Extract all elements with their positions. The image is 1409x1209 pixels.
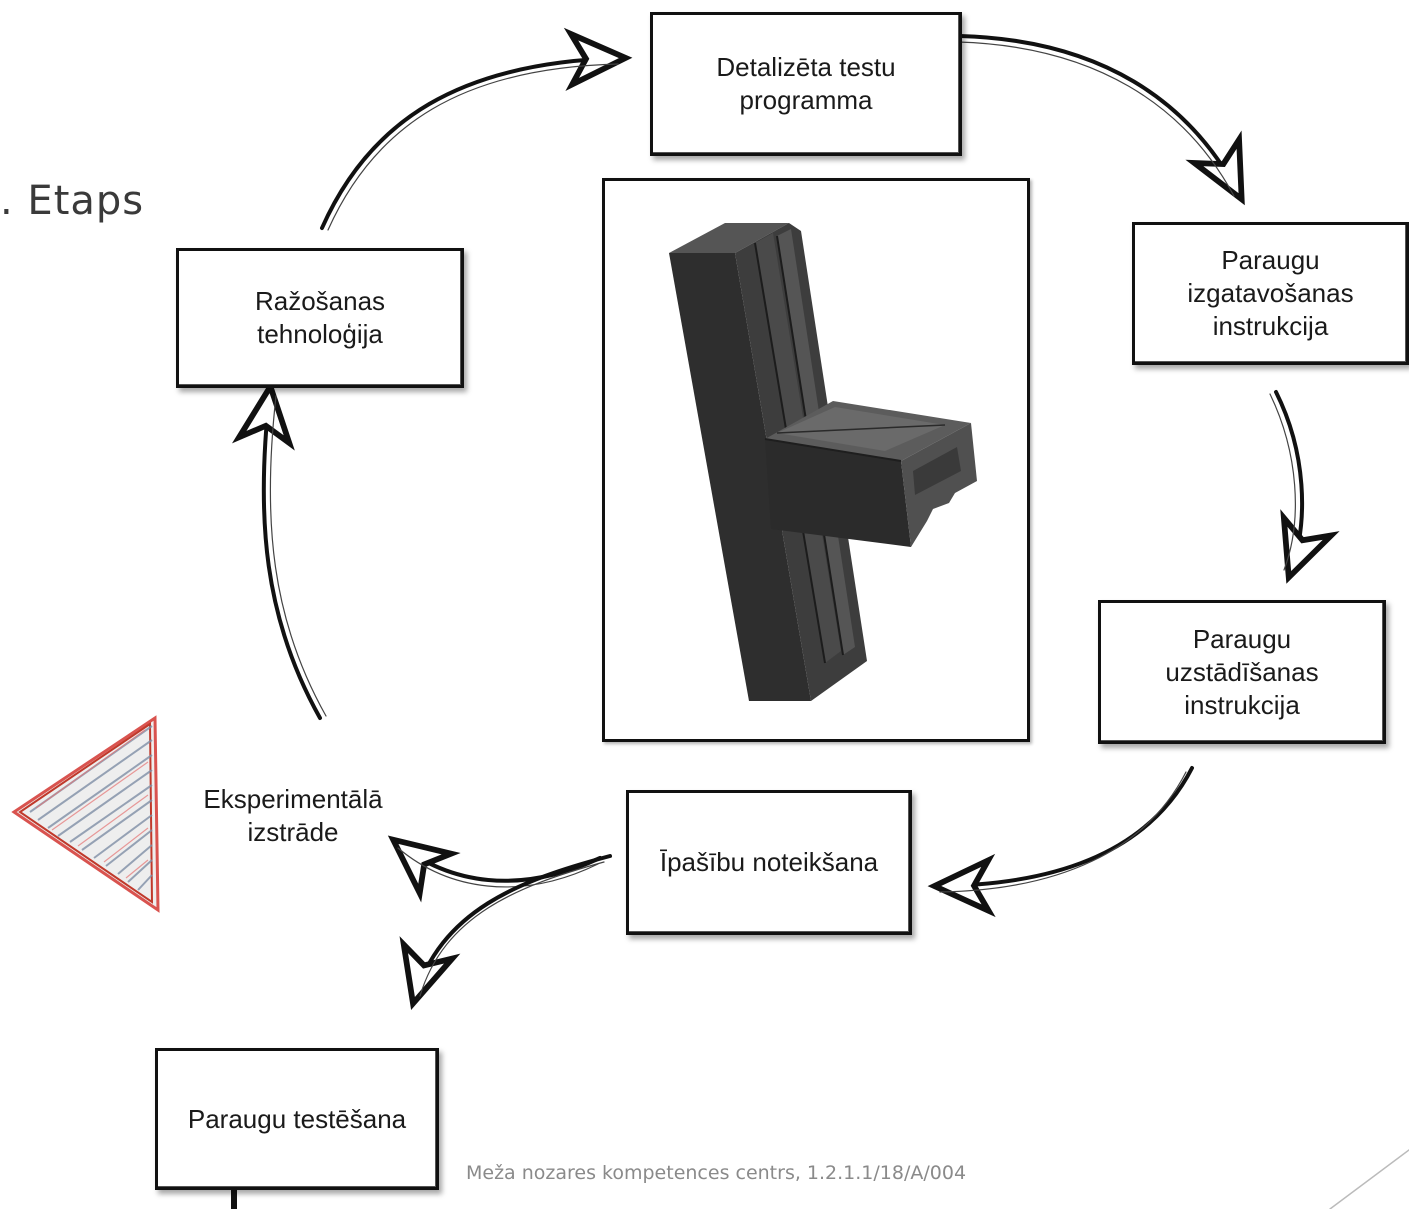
node-test-program-label: Detalizēta testu programma bbox=[716, 52, 896, 115]
node-production-technology-label: Ražošanas tehnoloģija bbox=[254, 286, 386, 349]
arrow-properties-to-experimental bbox=[387, 835, 602, 903]
slide-title-fragment: . Etaps bbox=[0, 178, 145, 224]
node-property-determination-label: Īpašību noteikšana bbox=[659, 847, 879, 877]
hatched-triangle-icon bbox=[11, 715, 160, 913]
window-profile-image-frame bbox=[602, 178, 1030, 742]
node-sample-testing-label: Paraugu testēšana bbox=[187, 1103, 407, 1134]
node-property-determination: Īpašību noteikšana bbox=[626, 790, 912, 935]
node-experimental-development: Eksperimentālā izstrāde bbox=[203, 784, 383, 847]
arrow-properties-to-testing bbox=[399, 854, 612, 1010]
node-test-program: Detalizēta testu programma bbox=[650, 12, 962, 156]
node-production-technology: Ražošanas tehnoloģija bbox=[176, 248, 464, 388]
window-profile-illustration bbox=[669, 223, 977, 701]
node-manufacturing-instruction: Paraugu izgatavošanas instrukcija bbox=[1132, 222, 1409, 365]
footer-credit: Meža nozares kompetences centrs, 1.2.1.1… bbox=[466, 1162, 967, 1184]
node-installation-instruction-label: Paraugu uzstādīšanas instrukcija bbox=[1165, 623, 1319, 720]
arrow-installation-to-properties bbox=[927, 766, 1194, 918]
node-sample-testing: Paraugu testēšana bbox=[155, 1048, 439, 1190]
node-installation-instruction: Paraugu uzstādīšanas instrukcija bbox=[1098, 600, 1386, 744]
node-manufacturing-instruction-label: Paraugu izgatavošanas instrukcija bbox=[1187, 245, 1354, 341]
arrow-testprogram-to-manufacturing bbox=[958, 34, 1245, 206]
arrow-manufacturing-to-installation bbox=[1274, 390, 1340, 584]
arrow-production-to-testprogram bbox=[320, 27, 633, 230]
arrow-experimental-to-production bbox=[231, 379, 322, 720]
